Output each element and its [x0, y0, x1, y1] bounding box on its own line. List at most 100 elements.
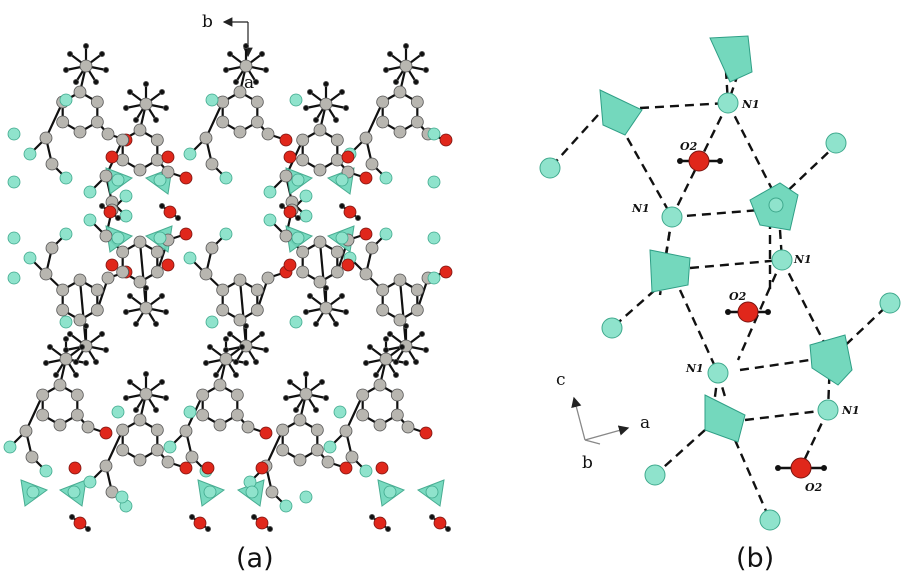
hydrogen-atom	[206, 343, 213, 350]
hydrogen-atom	[162, 394, 169, 401]
terminal-atom	[644, 464, 666, 486]
hydrogen-atom	[412, 358, 419, 365]
carbon-atom	[150, 153, 164, 167]
carbon-atom	[296, 133, 310, 147]
hydrogen-atom	[99, 51, 106, 58]
nitrogen-atom	[7, 127, 21, 141]
nitrogen-atom	[333, 405, 347, 419]
nitrogen-atom	[291, 173, 305, 187]
carbon-atom	[205, 157, 219, 171]
carbon-atom	[261, 271, 275, 285]
carbon-atom	[196, 388, 210, 402]
nitrogen-atom	[83, 213, 97, 227]
nitrogen-atom	[119, 209, 133, 223]
oxygen-atom	[283, 150, 297, 164]
hydrogen-atom	[158, 202, 165, 209]
carbon-atom	[356, 408, 370, 422]
carbon-atom	[45, 241, 59, 255]
carbon-atom	[365, 157, 379, 171]
oxygen-atom	[283, 258, 297, 272]
hydrogen-atom	[428, 514, 435, 521]
carbon-atom	[116, 133, 130, 147]
oxygen-atom	[105, 258, 119, 272]
carbon-atom	[390, 388, 404, 402]
oxygen-atom	[279, 133, 293, 147]
nitrogen-atom	[153, 231, 167, 245]
panel-a-axes: b a	[202, 12, 254, 93]
nitrogen-atom	[427, 271, 441, 285]
hydrogen-atom	[384, 526, 391, 533]
nitrogen-atom	[299, 189, 313, 203]
carbon-atom	[53, 418, 67, 432]
nitrogen-atom	[67, 485, 81, 499]
axis-a-label: a	[640, 413, 650, 433]
carbon-atom	[399, 59, 413, 73]
hydrogen-atom	[127, 292, 134, 299]
carbon-atom	[73, 85, 87, 99]
oxygen-atom	[359, 227, 373, 241]
oxygen-atom	[255, 461, 269, 475]
carbon-atom	[296, 153, 310, 167]
oxygen-atom	[259, 426, 273, 440]
hydrogen-atom	[115, 214, 122, 221]
nitrogen-atom	[183, 251, 197, 265]
nitrogen-atom	[7, 231, 21, 245]
nitrogen-atom	[7, 175, 21, 189]
nitrogen-atom	[183, 147, 197, 161]
carbon-atom	[73, 125, 87, 139]
carbon-atom	[410, 95, 424, 109]
hydrogen-atom	[158, 378, 165, 385]
carbon-atom	[233, 85, 247, 99]
carbon-atom	[356, 388, 370, 402]
hydrogen-atom	[67, 51, 74, 58]
carbon-atom	[133, 123, 147, 137]
oxygen-atom	[341, 258, 355, 272]
carbon-atom	[233, 273, 247, 287]
hydrogen-atom	[222, 67, 229, 74]
carbon-atom	[293, 413, 307, 427]
n1-label: N1	[841, 404, 860, 417]
carbon-atom	[296, 245, 310, 259]
panel-a-atoms	[3, 43, 453, 533]
hydrogen-atom	[402, 359, 409, 366]
bond	[318, 241, 328, 309]
nitrogen-atom	[163, 440, 177, 454]
carbon-atom	[250, 283, 264, 297]
hydrogen-atom	[212, 371, 219, 378]
carbon-atom	[116, 265, 130, 279]
carbon-atom	[150, 133, 164, 147]
nitrogen-atom	[183, 405, 197, 419]
hydrogen-atom	[162, 308, 169, 315]
carbon-atom	[230, 408, 244, 422]
oxygen-atom	[201, 461, 215, 475]
carbon-atom	[133, 235, 147, 249]
hydrogen-atom	[338, 292, 345, 299]
carbon-atom	[345, 450, 359, 464]
carbon-atom	[150, 443, 164, 457]
hydrogen-atom	[386, 51, 393, 58]
hydrogen-atom	[342, 105, 349, 112]
carbon-atom	[313, 163, 327, 177]
carbon-atom	[81, 420, 95, 434]
hydrogen-atom	[422, 346, 429, 353]
nitrogen-atom	[289, 315, 303, 329]
nitrogen-atom	[111, 231, 125, 245]
hydrogen-atom	[123, 308, 130, 315]
hydrogen-atom	[132, 117, 139, 124]
hydrogen-atom	[222, 346, 229, 353]
hydrogen-atom	[418, 330, 425, 337]
carbon-atom	[105, 485, 119, 499]
hydrogen-atom	[322, 394, 329, 401]
carbon-atom	[150, 245, 164, 259]
carbon-atom	[139, 301, 153, 315]
hydrogen-atom	[362, 359, 369, 366]
n1-label: N1	[741, 98, 760, 111]
carbon-atom	[313, 235, 327, 249]
hydrogen-atom	[322, 81, 329, 88]
carbon-atom	[319, 97, 333, 111]
oxygen-atom	[73, 516, 87, 530]
oxygen-atom	[341, 150, 355, 164]
carbon-atom	[90, 283, 104, 297]
panel-b-label: (b)	[736, 543, 774, 574]
n1-atom	[717, 92, 739, 114]
